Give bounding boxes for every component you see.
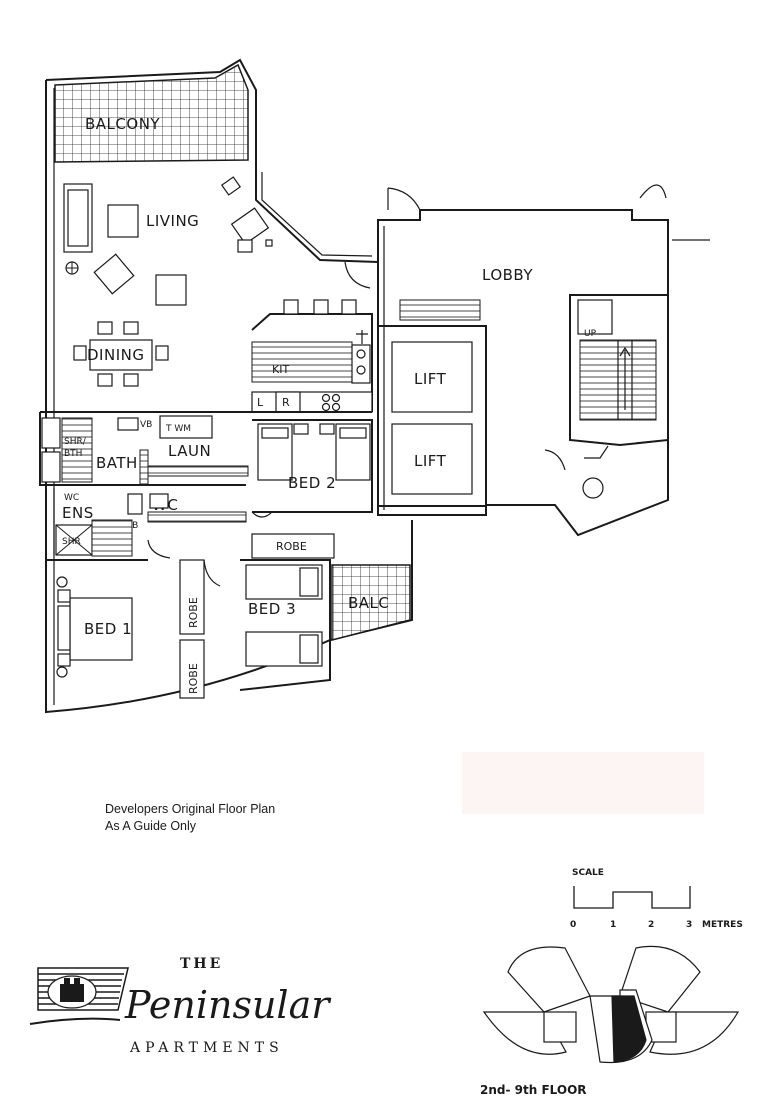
lift-shaft [377,325,487,507]
key-plan-floor: 2nd- 9th FLOOR [480,1083,587,1097]
balc-label: BALC [348,594,389,612]
up-label: UP [584,329,597,339]
scale-bar [573,886,691,909]
bed-2-label: BED 2 [288,474,336,492]
robe-1 [179,559,205,635]
ens-label: ENS [62,504,94,522]
key-plan-building [482,945,740,1064]
twm-label: T WM [165,424,191,434]
label-l: L [257,396,264,409]
scale-title: SCALE [572,868,604,878]
robe-top-label: ROBE [276,540,307,553]
living-label: LIVING [146,212,199,230]
shr-bth-label-2: BTH [64,449,82,459]
label-r: R [282,396,290,409]
plan-note-line-2: As A Guide Only [105,819,197,833]
brand-script: Peninsular [124,983,332,1027]
laun-label: LAUN [168,442,211,460]
scale-tick-0: 0 [570,920,576,930]
lift-1-label: LIFT [414,370,447,388]
lobby-label: LOBBY [482,266,533,284]
desk [230,207,270,245]
robe-2-label: ROBE [187,663,200,694]
kitchen-bench [251,341,353,383]
robe-top [251,533,335,559]
shr-bth-label: SHR/ [64,437,87,447]
bath-tub [61,417,93,483]
scale-unit: METRES [702,920,743,930]
plan-note-line-1: Developers Original Floor Plan [105,802,276,816]
scale-tick-1: 1 [610,920,616,930]
scale-tick-3: 3 [686,920,692,930]
brand-apartments: APARTMENTS [129,1040,284,1056]
bed-1-label: BED 1 [84,620,132,638]
armchair-1 [93,253,135,295]
armchair-2 [155,274,187,306]
lift-car-2 [391,423,473,495]
robe-2 [179,639,205,699]
legend-area: THE Peninsular APARTMENTS SCALE 0 1 2 3 … [29,868,743,1097]
robe-1-label: ROBE [187,597,200,628]
vb-bath-label: VB [140,420,152,430]
balcony-label: BALCONY [85,115,160,133]
lift-2-label: LIFT [414,452,447,470]
key-plan-highlight [611,995,647,1063]
bed-3-label: BED 3 [248,600,296,618]
lift-car-1 [391,341,473,413]
kitchen-label: KIT [272,363,289,376]
scale-tick-2: 2 [648,920,654,930]
faded-patch [462,752,704,814]
bath-label: BATH [96,454,138,472]
balc-area [331,564,411,641]
wc-ens-label: WC [64,493,79,503]
brand-the: THE [180,956,223,972]
dining-table [89,339,153,371]
dining-label: DINING [87,346,144,364]
brand-emblem-icon [29,967,129,1025]
balcony-area [54,63,249,163]
shr-label: SHR [62,537,81,547]
coffee-table [107,204,139,238]
